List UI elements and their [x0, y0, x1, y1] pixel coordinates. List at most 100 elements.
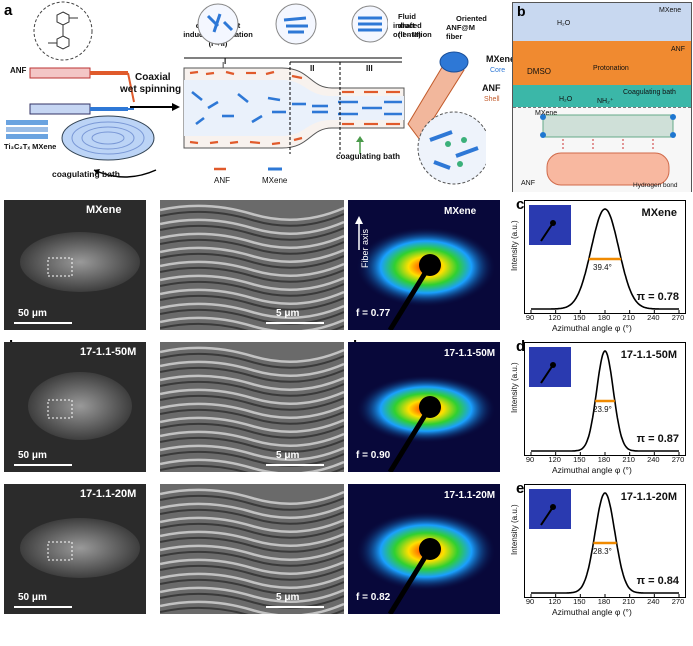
sem-scale-right-bar — [266, 464, 324, 466]
sem-scale-right-text: 5 μm — [276, 592, 300, 603]
azimuthal-curve-line — [531, 350, 679, 452]
sem-scale-left-bar — [14, 606, 72, 608]
x-tick-label: 240 — [647, 313, 660, 322]
azimuthal-curve-line — [531, 208, 679, 310]
sem-sample-label: 17-1.1-50M — [80, 346, 137, 358]
sem-zoom-image — [160, 484, 344, 614]
b-coag: Coagulating bath — [623, 89, 676, 96]
svg-text:I: I — [222, 61, 224, 70]
b-h2o-bottom: H₂O — [559, 96, 573, 103]
orientation-factor: f = 0.77 — [356, 308, 391, 319]
waxs-pattern-image — [348, 342, 500, 472]
x-tick-label: 150 — [573, 597, 586, 606]
sem-sample-label: MXene — [86, 204, 122, 216]
sem-scale-left-text: 50 μm — [18, 450, 47, 461]
zone-2-label: II — [310, 64, 315, 73]
fwhm-label: 23.9° — [593, 405, 612, 414]
legend-anf: ANF — [214, 176, 230, 185]
x-tick-label: 270 — [671, 313, 685, 322]
sem-scale-right-text: 5 μm — [276, 450, 300, 461]
coag-bath-label: coagulating bath — [52, 169, 120, 179]
orientation-factor: f = 0.90 — [356, 450, 391, 461]
chart-sample-label: 17-1.1-50M — [620, 349, 677, 361]
b-dmso: DMSO — [527, 67, 551, 76]
mxene-crystal-icon — [6, 120, 48, 139]
fluid-title-3: (II→III) — [398, 30, 421, 39]
sem-scale-left-text: 50 μm — [18, 308, 47, 319]
x-tick-label: 210 — [622, 597, 635, 606]
process-arrow-icon — [130, 103, 180, 111]
sem-zoom-texture — [160, 488, 344, 614]
x-axis-label: Azimuthal angle φ (°) — [552, 607, 632, 617]
zone-1-label: I — [224, 57, 227, 66]
b-h2o-top: H₂O — [557, 20, 571, 27]
x-tick-label: 120 — [548, 597, 561, 606]
sem-scale-left-bar — [14, 464, 72, 466]
azimuthal-chart: 17-1.1-20M π = 0.84 28.3° — [524, 484, 686, 598]
sem-zoom-image — [160, 200, 344, 330]
x-tick-label: 180 — [597, 597, 611, 606]
waxs-inset-texture — [540, 362, 556, 384]
chart-sample-label: 17-1.1-20M — [620, 491, 677, 503]
legend-mxene: MXene — [262, 176, 288, 185]
waxs-inset — [529, 489, 571, 529]
y-axis-label: Intensity (a.u.) — [510, 362, 519, 413]
dmso-layer — [513, 41, 691, 85]
x-tick-label: 90 — [525, 597, 535, 606]
x-tick-label: 90 — [525, 313, 535, 322]
sem-zoom-texture — [160, 346, 344, 472]
waxs-pattern-texture — [356, 375, 496, 472]
x-tick-label: 270 — [671, 597, 685, 606]
spinning-channel-diagram: I — [183, 57, 405, 154]
x-axis-label: Azimuthal angle φ (°) — [552, 465, 632, 475]
panel-b: b MXene H₂O ANF DMSO Protonation Coagula… — [512, 2, 692, 192]
coag-bath-label-2: coagulating bath — [336, 152, 400, 161]
waxs-inset-texture — [540, 220, 556, 242]
waxs-inset — [529, 205, 571, 245]
x-tick-label: 240 — [647, 597, 660, 606]
legend-icons — [214, 167, 282, 171]
fluid-title-2: induced orientation — [393, 21, 432, 39]
sem-overview-texture — [20, 232, 140, 292]
x-tick-label: 120 — [548, 313, 561, 322]
azimuthal-chart: MXene π = 0.78 39.4° — [524, 200, 686, 314]
azimuthal-curve-svg — [530, 208, 680, 313]
x-tick-label: 90 — [525, 455, 535, 464]
x-tick-labels: 90 120 150 180 210 240 270 — [524, 597, 684, 607]
sem-scale-right-text: 5 μm — [276, 308, 300, 319]
syringe-diagram — [29, 67, 135, 115]
sem-overview-image — [4, 484, 146, 614]
azimuthal-curve-line — [531, 492, 679, 594]
fiber-axis-arrow-icon — [355, 216, 363, 250]
x-tick-label: 120 — [548, 455, 561, 464]
azimuthal-curve-svg — [530, 350, 680, 455]
b-molecular-diagram — [540, 114, 676, 186]
mxene-crystal-label: Ti₃C₂Tₓ MXene — [4, 142, 57, 151]
mxene-layer — [513, 3, 691, 41]
x-tick-label: 180 — [597, 313, 611, 322]
sem-sample-label: 17-1.1-20M — [80, 488, 137, 500]
panel-a: a ANF Ti₃C₂Tₓ MXene coagulating bath — [0, 0, 515, 190]
waxs-inset — [529, 347, 571, 387]
sem-scale-left-bar — [14, 322, 72, 324]
pi-value: π = 0.87 — [636, 433, 679, 445]
b-mxene-top: MXene — [659, 7, 682, 14]
x-axis-label: Azimuthal angle φ (°) — [552, 323, 632, 333]
anf-syringe-label: ANF — [10, 66, 27, 75]
sem-zoom-texture — [160, 204, 344, 330]
x-tick-label: 210 — [622, 455, 635, 464]
x-tick-label: 270 — [671, 455, 685, 464]
waxs-inset-texture — [540, 504, 556, 526]
orientation-factor: f = 0.82 — [356, 592, 391, 603]
sem-overview-image — [4, 342, 146, 472]
waxs-pattern-texture — [356, 511, 496, 614]
coaxial-label-2: wet spinning — [120, 84, 182, 95]
sem-scale-right-bar — [266, 606, 324, 608]
waxs-sample-label: 17-1.1-20M — [444, 490, 496, 501]
azimuthal-curve-svg — [530, 492, 680, 597]
oriented-title-1: Oriented — [456, 14, 487, 23]
pi-value: π = 0.84 — [636, 575, 679, 587]
coagulating-bath-dish — [61, 115, 155, 161]
